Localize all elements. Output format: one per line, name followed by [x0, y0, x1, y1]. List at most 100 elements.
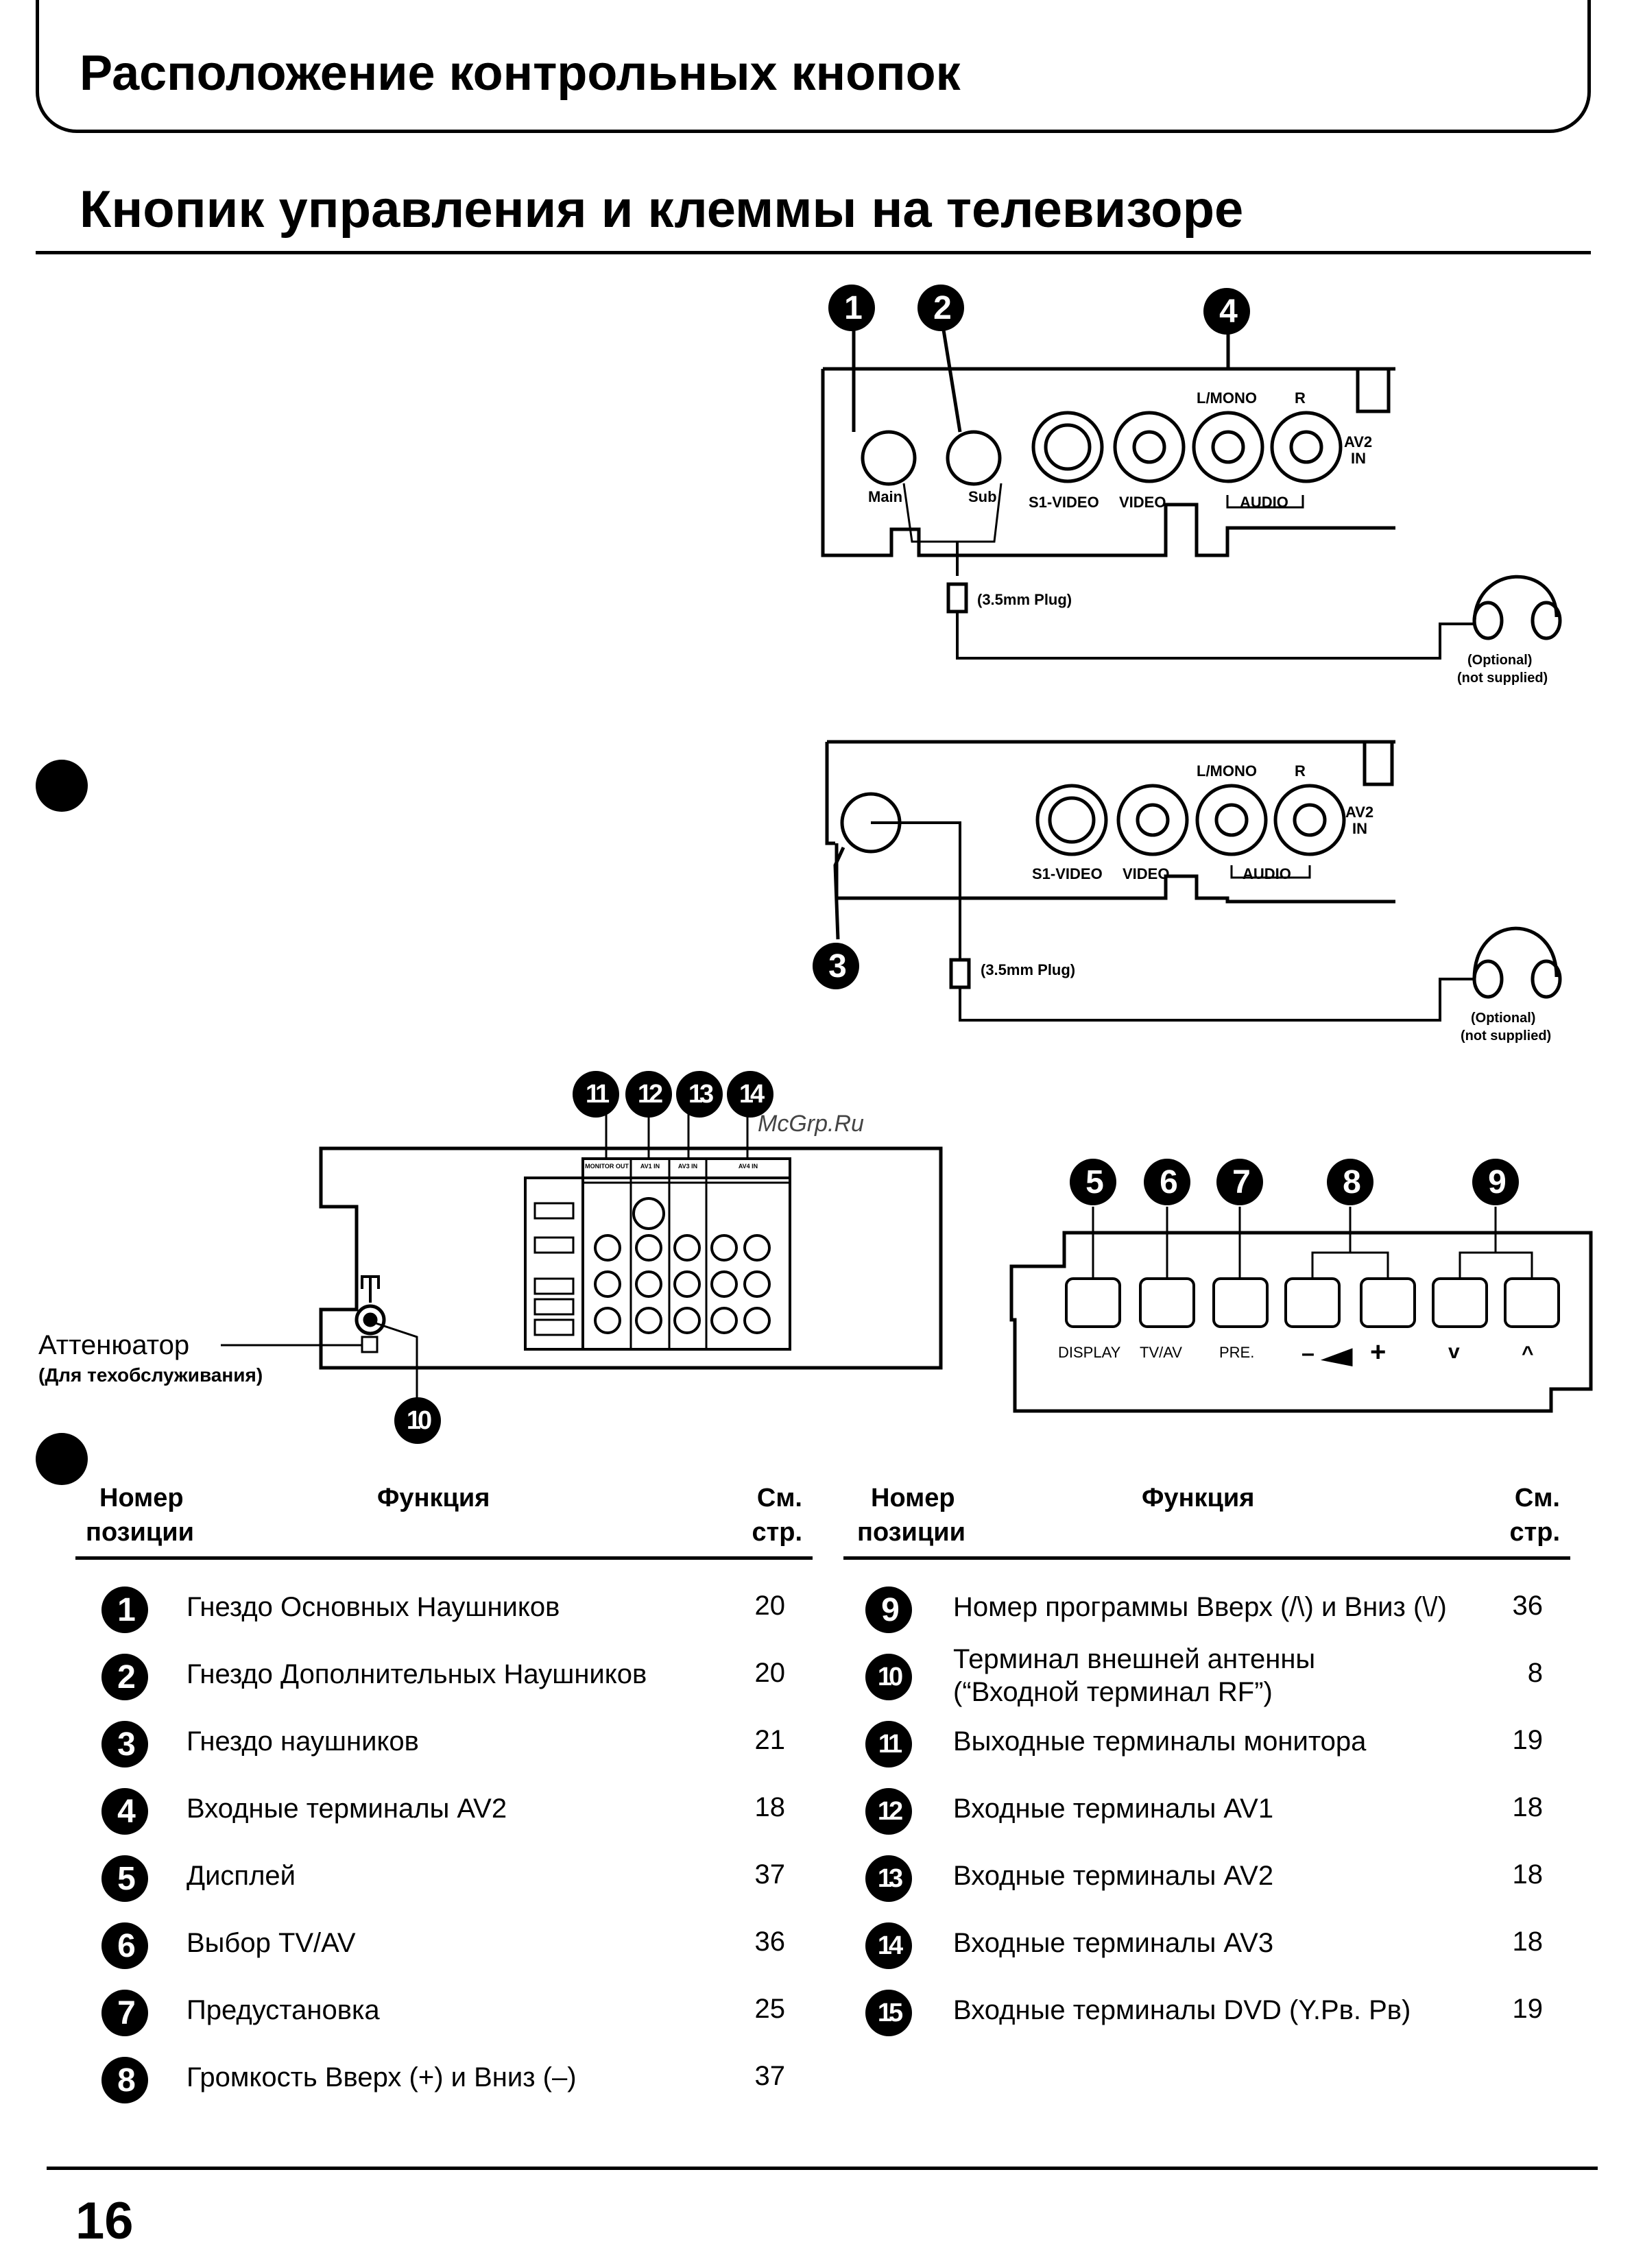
marker-11: 11 — [573, 1071, 619, 1118]
main-jack-label: Main — [868, 488, 903, 505]
not-supplied-label-2: (not supplied) — [1461, 1028, 1552, 1043]
item-page-ref: 20 — [754, 1658, 786, 1688]
marker-4: 4 — [1203, 288, 1250, 335]
col-header-page-line2: стр. — [752, 1518, 802, 1547]
item-function-line: Гнездо Дополнительных Наушников — [187, 1659, 647, 1689]
item-function-line: Громкость Вверх (+) и Вниз (–) — [187, 2062, 577, 2092]
marker-5: 5 — [1070, 1159, 1116, 1205]
volume-plus-label: + — [1370, 1337, 1387, 1367]
marker-1: 1 — [828, 285, 875, 331]
col-header-page-line1: См. — [756, 1484, 802, 1512]
item-function-line: Предустановка — [187, 1995, 380, 2025]
item-function-line: Входные терминалы AV3 — [953, 1928, 1274, 1958]
item-function-line: Гнездо наушников — [187, 1726, 419, 1757]
col-header-num-line2: позиции — [86, 1518, 194, 1547]
marker-3: 3 — [813, 943, 859, 989]
item-function-line: Гнездо Основных Наушников — [187, 1592, 560, 1622]
marker-2: 2 — [917, 285, 964, 331]
item-number: 7 — [101, 1990, 148, 2036]
item-function: Входные терминалы AV2 — [953, 1859, 1273, 1892]
item-function: Терминал внешней антенны(“Входной термин… — [953, 1643, 1315, 1709]
item-function-line: (“Входной терминал RF”) — [953, 1677, 1273, 1707]
item-function: Номер программы Вверх (/\) и Вниз (\/) — [953, 1591, 1447, 1624]
page-number: 16 — [75, 2192, 134, 2250]
av1-in-label: AV1 IN — [640, 1163, 660, 1170]
item-function-line: Входные терминалы AV2 — [953, 1861, 1274, 1891]
marker-8: 8 — [1327, 1159, 1373, 1205]
channel-up-label: ^ — [1522, 1342, 1534, 1365]
marker-10: 10 — [394, 1397, 441, 1444]
item-function-line: Дисплей — [187, 1861, 296, 1891]
col-header-page-right-line2: стр. — [1509, 1518, 1560, 1547]
item-page-ref: 18 — [1512, 1792, 1544, 1822]
attenuator-label: Аттенюатор — [38, 1330, 190, 1360]
attenuator-sublabel: (Для техобслуживания) — [38, 1364, 263, 1386]
audio-label-2: AUDIO — [1243, 865, 1291, 882]
item-function-line: Выбор TV/AV — [187, 1928, 356, 1958]
in-label-2: IN — [1352, 820, 1367, 837]
col-header-page-right: См. стр. — [1485, 1481, 1560, 1549]
item-number: 8 — [101, 2057, 148, 2103]
item-page-ref: 21 — [754, 1725, 786, 1755]
item-function-line: Номер программы Вверх (/\) и Вниз (\/) — [953, 1592, 1447, 1622]
av2-label: AV2 — [1344, 433, 1373, 450]
marker-12: 12 — [625, 1071, 672, 1118]
s1video-label: S1-VIDEO — [1029, 494, 1099, 511]
item-function-line: Выходные терминалы монитора — [953, 1726, 1367, 1757]
item-number: 14 — [865, 1922, 912, 1969]
item-function: Выбор TV/AV — [187, 1927, 356, 1959]
item-page-ref: 19 — [1512, 1994, 1544, 2024]
item-function: Выходные терминалы монитора — [953, 1725, 1366, 1758]
item-number: 4 — [101, 1788, 148, 1835]
item-number: 3 — [101, 1721, 148, 1768]
bullet-dot — [36, 760, 88, 812]
item-page-ref: 20 — [754, 1591, 786, 1621]
av2-label-2: AV2 — [1345, 804, 1374, 821]
section-rule — [36, 251, 1591, 254]
section-title: Кнопик управления и клеммы на телевизоре — [80, 180, 1244, 239]
display-button-label: DISPLAY — [1058, 1344, 1121, 1361]
s1video-label-2: S1-VIDEO — [1032, 865, 1103, 882]
monitor-out-label: MONITOR OUT — [585, 1163, 629, 1170]
col-header-num-line1: Номер — [99, 1484, 184, 1512]
item-page-ref: 25 — [754, 1994, 786, 2024]
item-page-ref: 37 — [754, 2061, 786, 2091]
video-label-2: VIDEO — [1123, 865, 1170, 882]
marker-13: 13 — [676, 1071, 723, 1118]
item-function: Гнездо Основных Наушников — [187, 1591, 560, 1624]
volume-minus-label: – — [1301, 1340, 1315, 1366]
lmono-label: L/MONO — [1197, 389, 1257, 407]
item-function: Гнездо наушников — [187, 1725, 419, 1758]
audio-label: AUDIO — [1240, 494, 1288, 511]
r-label: R — [1295, 389, 1306, 407]
header-frame — [36, 0, 1591, 133]
marker-9: 9 — [1472, 1159, 1519, 1205]
item-function-line: Входные терминалы AV1 — [953, 1794, 1274, 1824]
watermark: McGrp.Ru — [758, 1111, 864, 1137]
av4-in-label: AV4 IN — [738, 1163, 758, 1170]
item-page-ref: 37 — [754, 1859, 786, 1890]
item-function-line: Входные терминалы AV2 — [187, 1794, 507, 1824]
item-function: Гнездо Дополнительных Наушников — [187, 1658, 647, 1691]
item-function: Входные терминалы AV3 — [953, 1927, 1273, 1959]
optional-label-2: (Optional) — [1471, 1011, 1536, 1026]
item-number: 15 — [865, 1990, 912, 2036]
video-label: VIDEO — [1119, 494, 1166, 511]
item-page-ref: 8 — [1527, 1658, 1543, 1688]
col-header-num-right: Номер позиции — [857, 1481, 965, 1549]
item-number: 12 — [865, 1788, 912, 1835]
item-number: 5 — [101, 1855, 148, 1902]
item-page-ref: 36 — [754, 1927, 786, 1957]
item-page-ref: 19 — [1512, 1725, 1544, 1755]
not-supplied-label: (not supplied) — [1457, 671, 1548, 686]
lmono-label-2: L/MONO — [1197, 762, 1257, 780]
item-number: 10 — [865, 1654, 912, 1700]
item-page-ref: 18 — [754, 1792, 786, 1822]
item-page-ref: 36 — [1512, 1591, 1544, 1621]
plug-label-2: (3.5mm Plug) — [981, 961, 1076, 978]
tv-diagram — [221, 325, 1593, 1413]
item-function: Предустановка — [187, 1994, 380, 2027]
item-function: Входные терминалы AV2 — [187, 1792, 507, 1825]
table-rule-left — [75, 1556, 813, 1560]
in-label: IN — [1351, 450, 1366, 467]
